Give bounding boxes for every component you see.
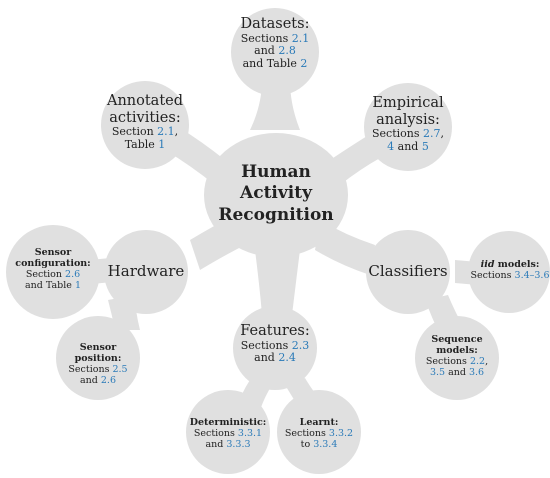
datasets-text: Sections	[240, 31, 292, 45]
sensor-position-text: Sections	[68, 363, 113, 375]
sensor-position-ref-2[interactable]: 2.6	[100, 374, 116, 386]
sensor-config-ref-1[interactable]: 2.6	[65, 268, 81, 280]
iid-text: Sections	[470, 269, 515, 281]
iid-bubble	[468, 231, 550, 313]
features-node: Features: Sections 2.3 and 2.4	[229, 323, 321, 365]
sequence-and: and	[445, 366, 469, 378]
iid-title-italic: iid	[480, 259, 495, 270]
empirical-bubble	[364, 83, 452, 171]
learnt-bubble	[277, 390, 361, 474]
empirical-text: Sections	[372, 127, 423, 141]
sensor-config-title-1: Sensor	[34, 247, 72, 258]
deterministic-node: Deterministic: Sections 3.3.1 and 3.3.3	[186, 417, 270, 451]
empirical-title-1: Empirical	[372, 95, 444, 111]
sensor-position-ref-1[interactable]: 2.5	[112, 363, 128, 375]
center-line-2: Activity	[240, 183, 312, 204]
connector-features	[255, 250, 300, 315]
hardware-node: Hardware	[100, 262, 192, 280]
iid-dash: –	[529, 269, 535, 281]
annotated-ref-2[interactable]: 1	[158, 137, 166, 151]
annotated-text: Section	[111, 125, 158, 139]
sensor-config-bubble	[6, 225, 100, 319]
empirical-node: Empirical analysis: Sections 2.7, 4 and …	[358, 95, 458, 154]
features-text: Sections	[240, 338, 292, 352]
deterministic-ref-1[interactable]: 3.3.1	[237, 427, 263, 439]
empirical-ref-3[interactable]: 5	[421, 139, 429, 153]
annotated-text-2: Table	[124, 137, 159, 151]
learnt-text: Sections	[284, 427, 329, 439]
empirical-and: and	[394, 139, 422, 153]
sensor-position-text-2: and	[80, 374, 101, 386]
features-bubble	[233, 306, 317, 390]
sequence-title-2: models:	[436, 344, 478, 356]
deterministic-text-2: and	[205, 438, 227, 450]
iid-node: iid models: Sections 3.4–3.6	[470, 259, 550, 282]
sequence-ref-1[interactable]: 2.2	[469, 355, 486, 367]
datasets-ref-2[interactable]: 2.8	[278, 44, 296, 58]
iid-title-rest: models:	[494, 259, 540, 270]
datasets-ref-1[interactable]: 2.1	[291, 31, 310, 45]
iid-ref-2[interactable]: 3.6	[534, 269, 550, 281]
features-ref-1[interactable]: 2.3	[291, 338, 310, 352]
center-line-1: Human	[241, 162, 311, 182]
learnt-ref-1[interactable]: 3.3.2	[328, 427, 354, 439]
learnt-title: Learnt:	[299, 417, 339, 428]
annotated-node: Annotated activities: Section 2.1, Table…	[95, 93, 195, 152]
sequence-ref-2[interactable]: 3.5	[429, 366, 446, 378]
learnt-ref-2[interactable]: 3.3.4	[313, 438, 338, 450]
sensor-position-title: Sensor position:	[74, 342, 122, 364]
datasets-node: Datasets: Sections 2.1 and 2.8 and Table…	[225, 16, 325, 71]
classifiers-bubble	[366, 230, 450, 314]
empirical-ref-2[interactable]: 4	[387, 139, 395, 153]
sequence-title-1: Sequence	[431, 334, 483, 345]
deterministic-title: Deterministic:	[189, 417, 267, 428]
features-ref-2[interactable]: 2.4	[278, 351, 296, 365]
sensor-config-title-2: configuration:	[15, 257, 91, 269]
learnt-node: Learnt: Sections 3.3.2 to 3.3.4	[279, 417, 359, 451]
empirical-comma: ,	[440, 127, 445, 141]
classifiers-title: Classifiers	[368, 262, 448, 280]
empirical-ref-1[interactable]: 2.7	[423, 127, 441, 141]
iid-ref-1[interactable]: 3.4	[514, 269, 530, 281]
center-line-3: Recognition	[218, 204, 334, 225]
datasets-bubble	[231, 8, 319, 96]
sequence-text: Sections	[425, 355, 470, 367]
learnt-text-2: to	[300, 438, 314, 450]
center-label: Human Activity Recognition	[206, 162, 346, 226]
datasets-title: Datasets:	[240, 16, 310, 32]
hardware-bubble	[104, 230, 188, 314]
sensor-position-node: Sensor position: Sections 2.5 and 2.6	[56, 342, 140, 387]
sequence-node: Sequence models: Sections 2.2, 3.5 and 3…	[417, 334, 497, 379]
annotated-ref-1[interactable]: 2.1	[157, 125, 175, 139]
datasets-ref-3[interactable]: 2	[300, 56, 308, 70]
center-bubble	[204, 133, 348, 257]
deterministic-bubble	[186, 390, 270, 474]
deterministic-text: Sections	[193, 427, 238, 439]
deterministic-ref-2[interactable]: 3.3.3	[226, 438, 251, 450]
sensor-config-node: Sensor configuration: Section 2.6 and Ta…	[8, 247, 98, 292]
features-text-2: and	[254, 351, 279, 365]
datasets-text-2: and	[254, 44, 279, 58]
sensor-config-text: Section	[25, 268, 66, 280]
annotated-bubble	[101, 81, 189, 169]
annotated-title-1: Annotated	[106, 93, 184, 109]
sequence-bubble	[415, 316, 499, 400]
sensor-config-text-2: and Table	[25, 279, 75, 291]
classifiers-node: Classifiers	[362, 262, 454, 280]
sensor-position-bubble	[56, 316, 140, 400]
annotated-title-2: activities:	[109, 109, 181, 126]
features-title: Features:	[240, 323, 310, 339]
datasets-text-3: and Table	[242, 56, 301, 70]
sequence-ref-3[interactable]: 3.6	[468, 366, 485, 378]
sequence-comma: ,	[485, 355, 489, 367]
sensor-config-ref-2[interactable]: 1	[74, 279, 81, 291]
annotated-comma: ,	[174, 125, 179, 139]
empirical-title-2: analysis:	[376, 111, 440, 128]
hardware-title: Hardware	[107, 262, 185, 280]
